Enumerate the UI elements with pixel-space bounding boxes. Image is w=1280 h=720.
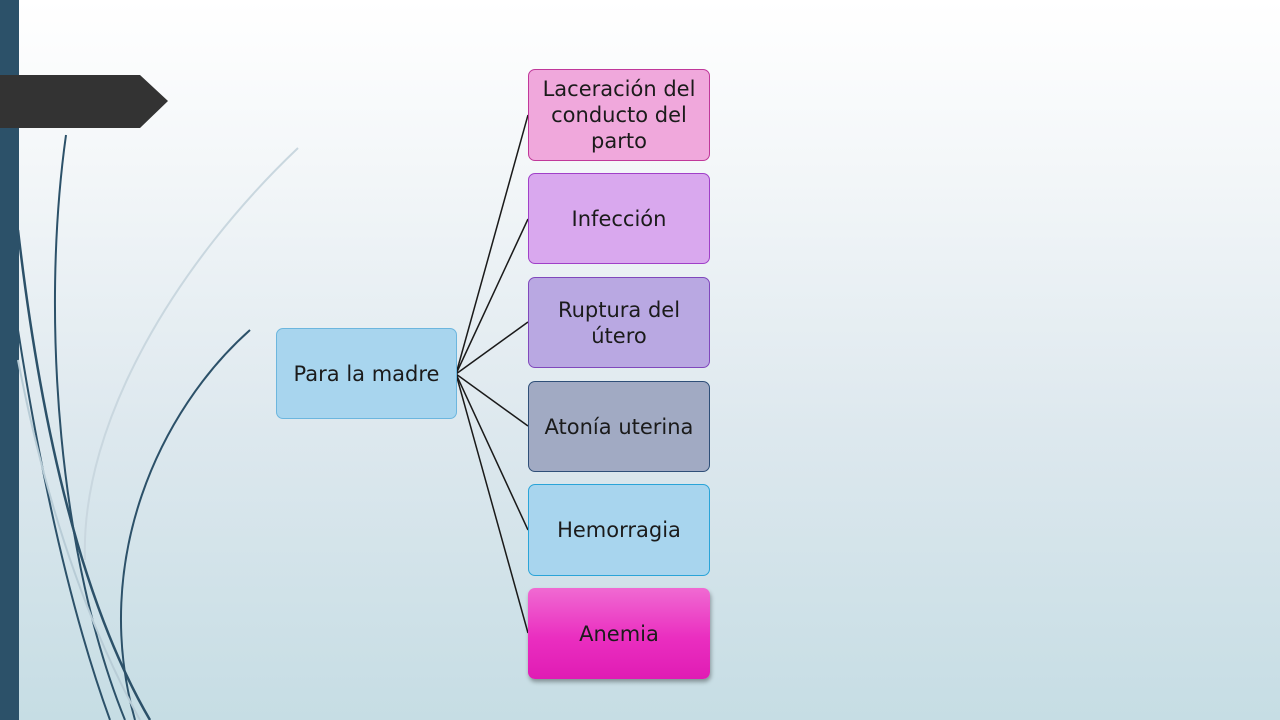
connector-line [455, 373, 529, 531]
child-node-laceracion: Laceración del conducto del parto [528, 69, 710, 161]
child-node-label: Laceración del conducto del parto [542, 77, 696, 153]
connector-line [455, 218, 529, 375]
child-node-label: Hemorragia [557, 518, 681, 542]
child-node-atonia-uterina: Atonía uterina [528, 381, 710, 472]
connector-line [455, 321, 529, 375]
slide-arrow-decoration [0, 75, 168, 128]
child-node-infeccion: Infección [528, 173, 710, 264]
connector-line [455, 373, 529, 427]
child-node-label: Ruptura del útero [557, 297, 681, 348]
decorative-swooshes [16, 134, 299, 720]
connector-line [455, 373, 529, 634]
child-node-hemorragia: Hemorragia [528, 484, 710, 576]
child-node-label: Anemia [579, 621, 659, 646]
child-node-anemia: Anemia [528, 588, 710, 679]
child-node-label: Infección [571, 206, 667, 231]
slide-accent-bar [0, 0, 19, 720]
child-node-label: Atonía uterina [544, 414, 694, 439]
child-node-ruptura-utero: Ruptura del útero [528, 277, 710, 368]
root-node-para-la-madre: Para la madre [276, 328, 457, 419]
root-node-label: Para la madre [293, 361, 440, 386]
connector-line [455, 114, 529, 375]
